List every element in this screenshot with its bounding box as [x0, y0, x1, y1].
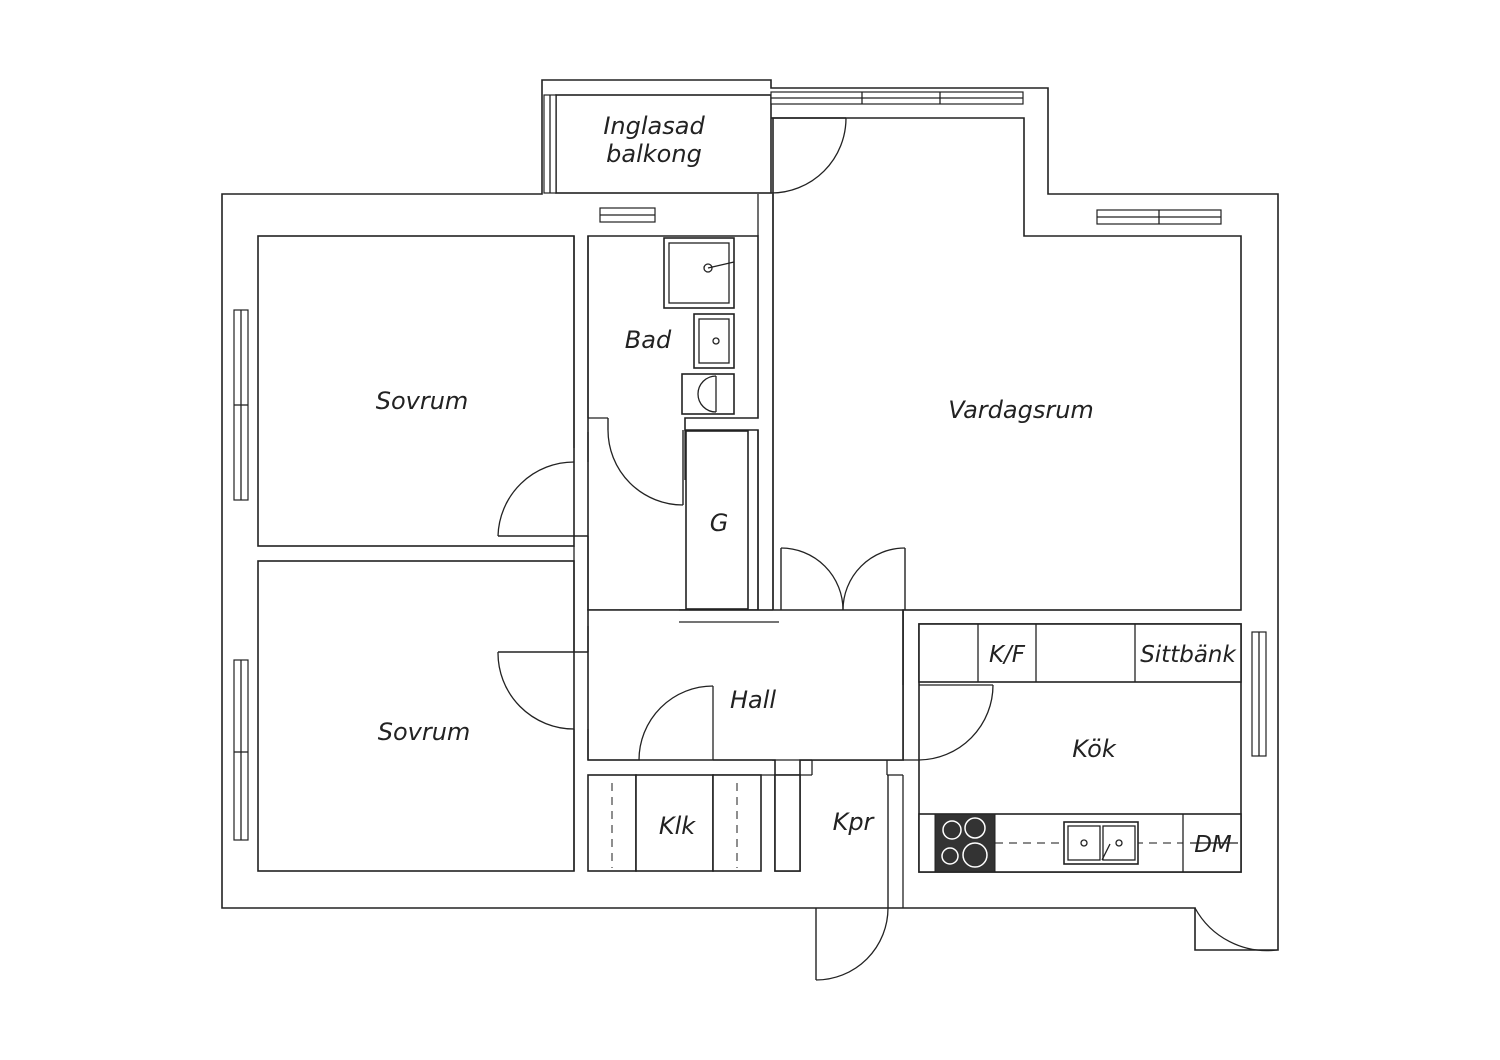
label-bedroom-bottom: Sovrum [378, 718, 471, 746]
closet-klk-box [635, 774, 714, 872]
bathroom-fixtures [663, 237, 735, 415]
stove-icon [934, 813, 996, 873]
label-balcony-line2: balkong [606, 140, 702, 168]
label-bench: Sittbänk [1140, 642, 1237, 668]
room-shapes [257, 94, 1242, 873]
label-balcony-line1: Inglasad [603, 112, 705, 140]
label-fridge-freezer: K/F [989, 642, 1026, 668]
sink-drain-icon [712, 337, 720, 345]
balcony-area [555, 94, 772, 194]
shower [663, 237, 735, 309]
label-hall: Hall [730, 686, 776, 714]
label-dishwasher: DM [1194, 832, 1232, 858]
doors [497, 117, 1278, 981]
kitchen-fixtures [918, 623, 1242, 873]
upper-counter [918, 623, 1242, 683]
label-bedroom-top: Sovrum [376, 387, 469, 415]
label-kitchen: Kök [1072, 735, 1117, 763]
windows [233, 91, 1267, 841]
wardrobe-kpr [774, 774, 801, 872]
label-closet-klk: Klk [659, 812, 696, 840]
bedroom-top-area [257, 235, 575, 547]
room-labels: Inglasad balkong Sovrum Sovrum Bad G Var… [376, 112, 1238, 858]
kitchen-sink-icon [1063, 821, 1139, 865]
closet-g-box [685, 430, 749, 610]
bedroom-bottom-area [257, 560, 575, 872]
closets [587, 430, 801, 872]
label-closet-g: G [710, 509, 729, 537]
shower-drain-icon [703, 263, 713, 273]
sink [693, 313, 735, 369]
label-living-room: Vardagsrum [948, 396, 1094, 424]
partition-walls [573, 194, 1241, 908]
label-closet-kpr: Kpr [833, 808, 876, 836]
label-bathroom: Bad [625, 326, 672, 354]
toilet [681, 373, 735, 415]
